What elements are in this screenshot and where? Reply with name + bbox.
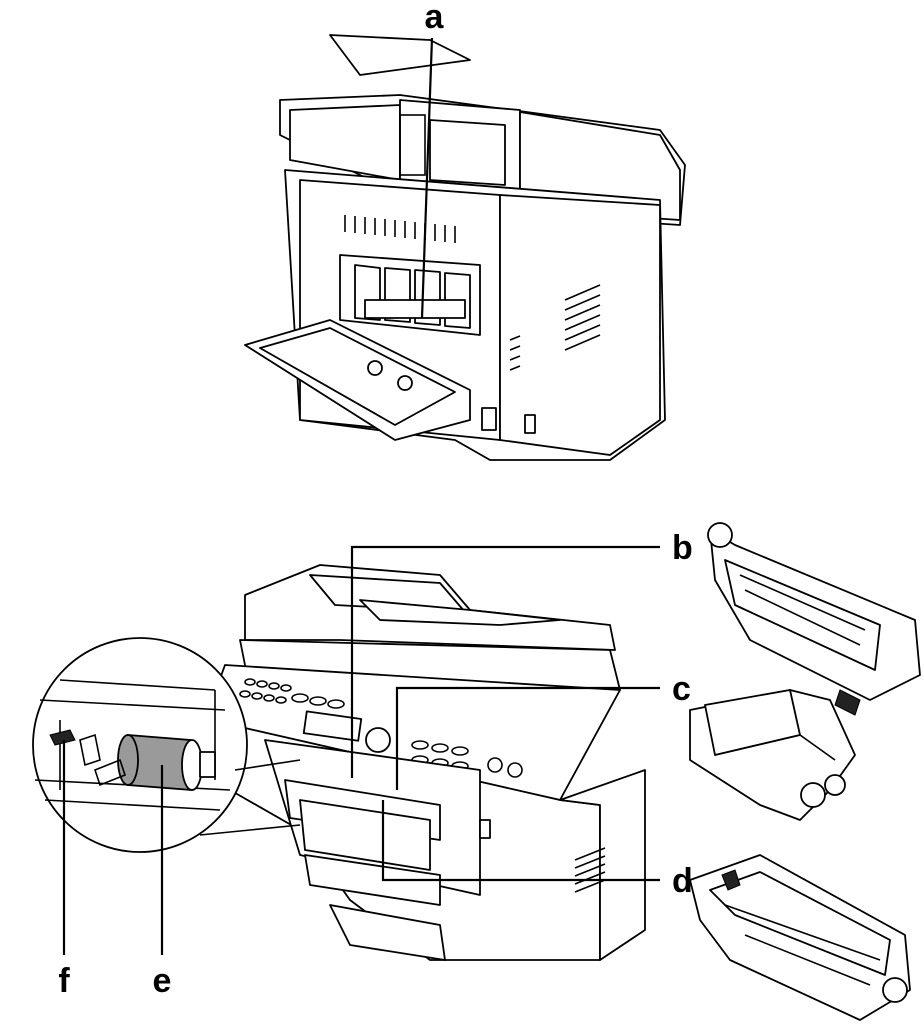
pickup-roller-zoom bbox=[32, 637, 301, 853]
callout-label-c: c bbox=[672, 670, 691, 708]
separation-lever bbox=[49, 729, 76, 746]
callout-line-d bbox=[381, 800, 660, 882]
callout-label-d: d bbox=[672, 862, 693, 900]
front-printer-illustration bbox=[204, 564, 646, 961]
callout-line-c bbox=[395, 686, 660, 790]
toner-cartridge-part bbox=[689, 689, 856, 821]
callout-label-b: b bbox=[672, 529, 693, 567]
callout-label-f: f bbox=[58, 962, 70, 1000]
developer-unit-part bbox=[689, 854, 911, 1021]
callout-lines bbox=[62, 37, 660, 955]
callout-labels: a b c d e f bbox=[58, 0, 692, 1000]
callout-line-a bbox=[420, 37, 434, 319]
drum-unit-part bbox=[707, 522, 921, 716]
callout-label-a: a bbox=[425, 0, 445, 36]
rear-printer-illustration bbox=[244, 34, 686, 461]
callout-line-b bbox=[350, 545, 660, 778]
callout-label-e: e bbox=[153, 962, 172, 1000]
